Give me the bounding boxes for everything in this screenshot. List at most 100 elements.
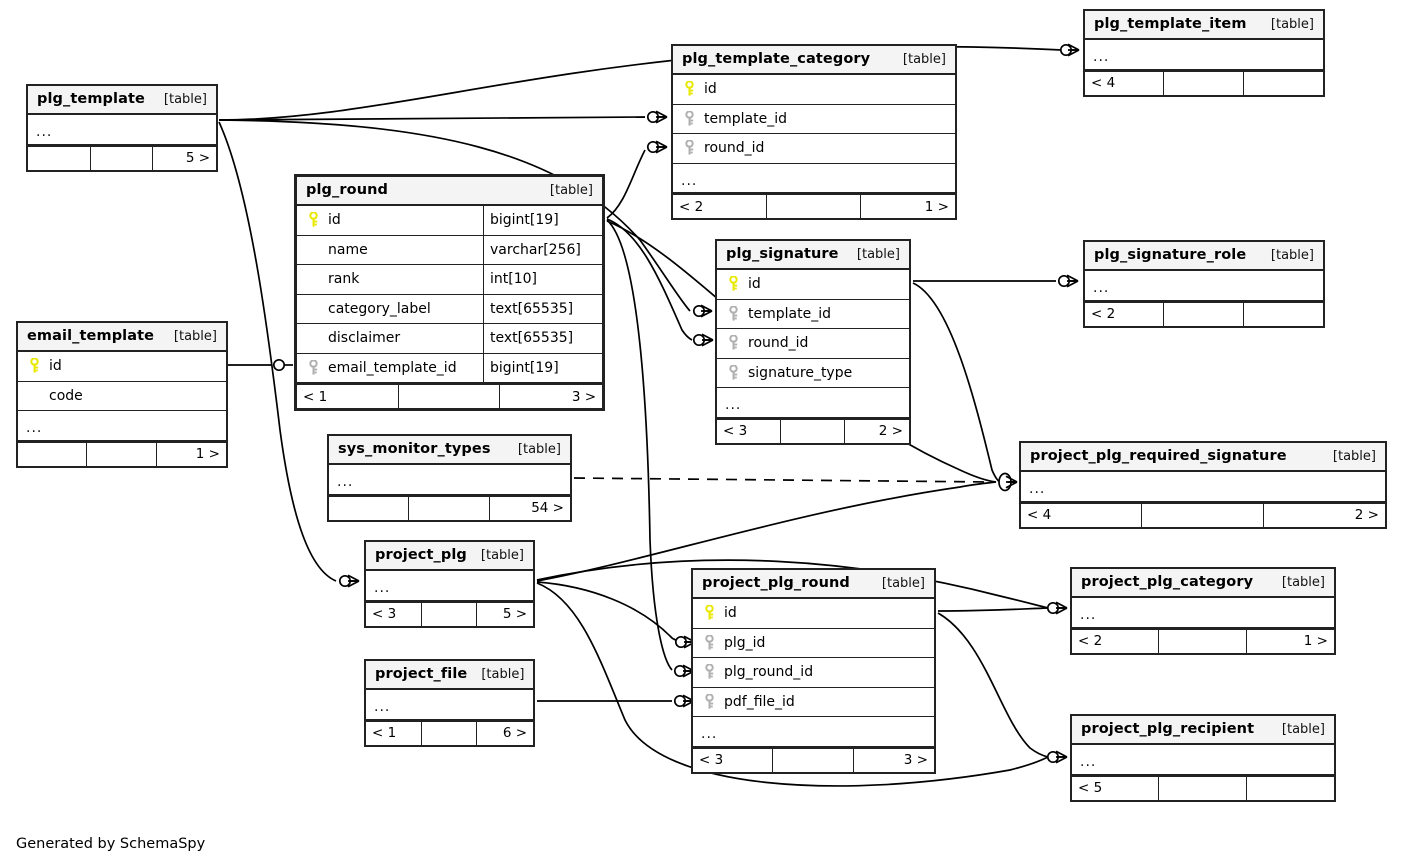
table-kind-label-plg_template_category: [table] [902,51,946,67]
more-columns-row[interactable]: ... [1085,40,1323,70]
primary-key-icon [727,276,740,292]
table-row[interactable]: plg_id [693,628,934,658]
table-title-project_plg: project_plg [375,547,467,563]
table-row[interactable]: signature_type [717,358,909,388]
table-row[interactable]: id [673,75,955,105]
table-row[interactable]: plg_round_id [693,658,934,688]
more-columns-row[interactable]: ... [717,388,909,418]
table-node-plg_template_item[interactable]: plg_template_item[table]... < 4 [1083,9,1325,97]
table-header-project_plg_category[interactable]: project_plg_category[table] [1072,569,1334,598]
more-columns-row[interactable]: ... [693,717,934,747]
table-row[interactable]: id [693,599,934,629]
column-name: template_id [704,110,787,127]
table-node-project_plg_recipient[interactable]: project_plg_recipient[table]...< 5 [1070,714,1336,802]
table-header-project_plg_recipient[interactable]: project_plg_recipient[table] [1072,716,1334,745]
column-name: plg_id [724,634,766,651]
ellipsis-label: ... [1093,49,1110,65]
more-columns-row[interactable]: ... [18,411,226,441]
table-header-plg_template_item[interactable]: plg_template_item[table] [1085,11,1323,40]
column-name: template_id [748,305,831,322]
table-kind-label-plg_round: [table] [549,182,593,198]
parent-count: < 2 [1085,302,1165,326]
footer-middle [399,385,501,408]
parent-count: < 2 [673,195,767,218]
table-title-plg_round: plg_round [306,182,389,198]
table-header-project_plg_required_signature[interactable]: project_plg_required_signature[table] [1021,443,1385,472]
table-node-plg_template_category[interactable]: plg_template_category[table]id template_i… [671,44,957,220]
ellipsis-label: ... [1080,607,1097,623]
primary-key-icon [703,605,716,621]
table-node-project_plg_required_signature[interactable]: project_plg_required_signature[table]...… [1019,441,1387,529]
more-columns-row[interactable]: ... [28,115,216,145]
table-header-email_template[interactable]: email_template[table] [18,323,226,352]
footer-middle [1164,71,1244,95]
more-columns-row[interactable]: ... [673,163,955,193]
child-count: 1 > [924,198,949,215]
table-header-sys_monitor_types[interactable]: sys_monitor_types[table] [329,436,570,465]
table-footer-plg_template: 5 > [28,144,216,170]
table-header-project_plg[interactable]: project_plg[table] [366,542,533,571]
table-header-plg_template_category[interactable]: plg_template_category[table] [673,46,955,75]
table-row[interactable]: pdf_file_id [693,687,934,717]
column-cell: category_label [297,301,483,317]
table-row[interactable]: template_id [717,299,909,329]
more-columns-row[interactable]: ... [1085,271,1323,301]
table-footer-project_plg_recipient: < 5 [1072,774,1334,800]
table-row[interactable]: template_id [673,104,955,134]
child-count: 2 > [1354,507,1379,523]
column-type: int[10] [483,265,602,294]
column-name: email_template_id [328,359,457,376]
table-node-sys_monitor_types[interactable]: sys_monitor_types[table]...54 > [327,434,572,522]
foreign-key-icon [727,364,740,381]
table-header-project_file[interactable]: project_file[table] [366,661,533,690]
table-node-plg_signature[interactable]: plg_signature[table]id template_id round_i… [715,239,911,445]
column-cell: id [297,212,483,228]
table-header-project_plg_round[interactable]: project_plg_round[table] [693,570,934,599]
column-name: id [704,81,717,98]
column-cell: rank [297,271,483,287]
child-count: 1 > [1303,633,1328,649]
table-row[interactable]: round_id [673,134,955,164]
schemaspy-credit: Generated by SchemaSpy [16,836,206,852]
more-columns-row[interactable]: ... [366,571,533,601]
table-node-plg_signature_role[interactable]: plg_signature_role[table]...< 2 [1083,240,1325,328]
parent-count: < 4 [1085,71,1165,95]
more-columns-row[interactable]: ... [366,690,533,720]
more-columns-row[interactable]: ... [1072,598,1334,628]
ellipsis-label: ... [36,124,53,140]
table-node-project_plg_round[interactable]: project_plg_round[table]id plg_id plg_roun… [691,568,936,774]
table-kind-label-project_file: [table] [481,666,525,682]
column-name: disclaimer [328,330,401,347]
parent-count: < 3 [693,748,774,772]
table-header-plg_signature[interactable]: plg_signature[table] [717,241,909,270]
table-row[interactable]: id [18,352,226,382]
table-header-plg_signature_role[interactable]: plg_signature_role[table] [1085,242,1323,271]
more-columns-row[interactable]: ... [1072,745,1334,775]
more-columns-row[interactable]: ... [329,465,570,495]
ellipsis-label: ... [1029,481,1046,497]
table-row[interactable]: code [18,381,226,411]
child-count: 6 > [502,725,528,741]
foreign-key-icon [703,693,716,710]
table-kind-label-plg_signature_role: [table] [1270,247,1314,263]
footer-middle [1142,503,1264,527]
table-row[interactable]: round_id [717,329,909,359]
table-header-plg_round[interactable]: plg_round [table] [297,177,602,206]
table-node-plg_template[interactable]: plg_template[table]... 5 > [26,84,218,172]
more-columns-row[interactable]: ... [1021,472,1385,502]
table-row[interactable]: id [717,270,909,300]
table-header-plg_template[interactable]: plg_template[table] [28,86,216,115]
footer-middle [422,721,478,745]
